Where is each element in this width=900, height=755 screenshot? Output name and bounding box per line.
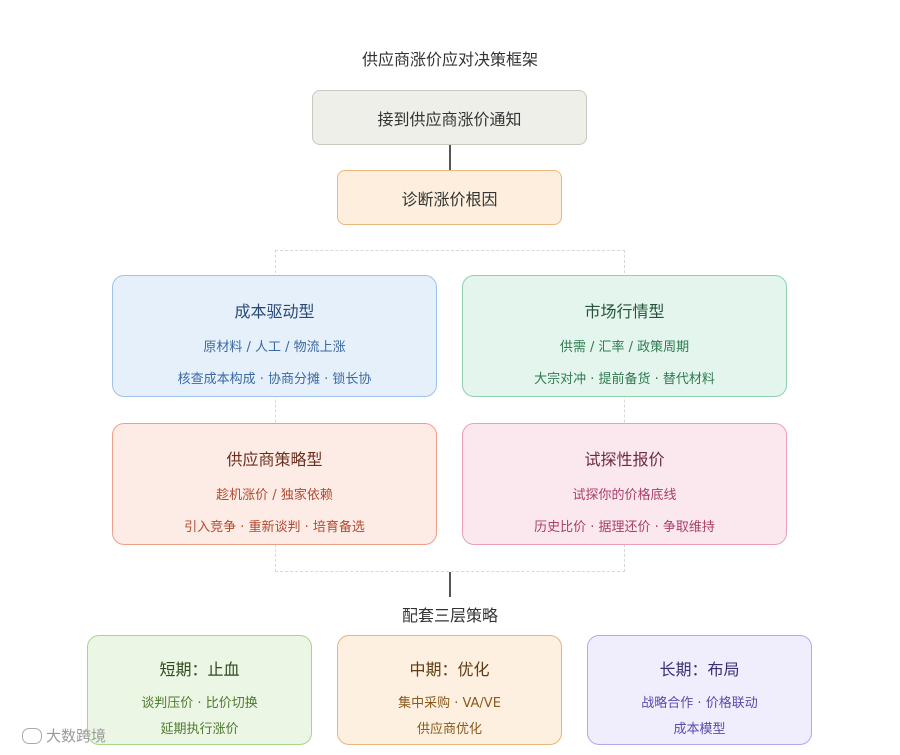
tier-card-line: 成本模型: [673, 722, 726, 737]
type-card-supplier-strategy: 供应商策略型 趁机涨价 / 独家依赖 引入竞争 · 重新谈判 · 培育备选: [112, 423, 437, 545]
type-card-actions: 大宗对冲 · 提前备货 · 替代材料: [534, 372, 715, 387]
type-card-title: 供应商策略型: [226, 450, 323, 469]
connector-start-diagnose: [449, 145, 451, 170]
tier-card-title: 长期：布局: [659, 660, 740, 679]
tier-card-line: 延期执行涨价: [160, 722, 239, 737]
type-card-title: 成本驱动型: [234, 302, 315, 321]
type-card-market: 市场行情型 供需 / 汇率 / 政策周期 大宗对冲 · 提前备货 · 替代材料: [462, 275, 787, 397]
tier-card-line: 谈判压价 · 比价切换: [141, 696, 258, 711]
type-card-actions: 历史比价 · 据理还价 · 争取维持: [534, 520, 715, 535]
start-node: 接到供应商涨价通知: [312, 90, 587, 145]
type-card-cost-driven: 成本驱动型 原材料 / 人工 / 物流上涨 核查成本构成 · 协商分摊 · 锁长…: [112, 275, 437, 397]
type-card-actions: 引入竞争 · 重新谈判 · 培育备选: [184, 520, 365, 535]
types-group-outline: [275, 250, 625, 572]
type-card-actions: 核查成本构成 · 协商分摊 · 锁长协: [177, 372, 372, 387]
diagram-title: 供应商涨价应对决策框架: [361, 50, 538, 69]
watermark-logo-icon: [22, 727, 42, 744]
tier-card-line: 战略合作 · 价格联动: [641, 696, 758, 711]
type-card-title: 市场行情型: [584, 302, 665, 321]
tier-card-line: 集中采购 · VA/VE: [398, 696, 501, 711]
diagnose-node: 诊断涨价根因: [337, 170, 562, 225]
tier-card-short-term: 短期：止血 谈判压价 · 比价切换 延期执行涨价: [87, 635, 312, 745]
tier-card-long-term: 长期：布局 战略合作 · 价格联动 成本模型: [587, 635, 812, 745]
watermark: 大数跨境: [22, 725, 106, 746]
strategy-title: 配套三层策略: [401, 606, 498, 625]
tier-card-title: 短期：止血: [159, 660, 240, 679]
type-card-cause: 试探你的价格底线: [572, 488, 677, 503]
watermark-text: 大数跨境: [46, 727, 107, 745]
type-card-cause: 供需 / 汇率 / 政策周期: [559, 340, 690, 355]
type-card-title: 试探性报价: [584, 450, 665, 469]
type-card-probe-quote: 试探性报价 试探你的价格底线 历史比价 · 据理还价 · 争取维持: [462, 423, 787, 545]
tier-card-title: 中期：优化: [409, 660, 490, 679]
type-card-cause: 原材料 / 人工 / 物流上涨: [203, 340, 346, 355]
connector-types-strategy: [449, 572, 451, 597]
type-card-cause: 趁机涨价 / 独家依赖: [216, 488, 333, 503]
tier-card-line: 供应商优化: [416, 722, 482, 737]
tier-card-mid-term: 中期：优化 集中采购 · VA/VE 供应商优化: [337, 635, 562, 745]
